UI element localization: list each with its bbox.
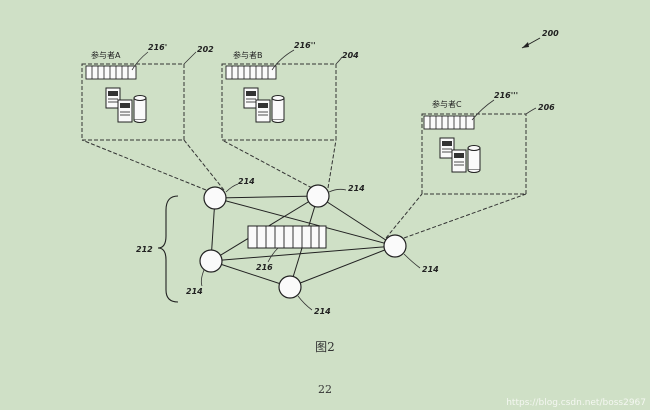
figure-number: 200 [542, 29, 559, 38]
participant-b-group: 参与者B 216'' 204 [221, 41, 359, 141]
node-ref: 214 [238, 177, 255, 186]
participant-a-label: 参与者A [91, 50, 121, 60]
shared-ledger: 216 [247, 225, 327, 272]
participant-b-server-icon [243, 87, 285, 123]
participant-c-group: 参与者C 216''' 206 [421, 91, 555, 195]
node-ref: 214 [422, 265, 439, 274]
page-number: 22 [318, 383, 332, 396]
figure-caption: 图2 [315, 340, 335, 354]
participant-c-label: 参与者C [432, 99, 462, 109]
node-ref: 214 [348, 184, 365, 193]
participant-c-ledger-ref: 216''' [494, 91, 518, 100]
figure-number-group: 200 [521, 29, 559, 49]
participant-b-box [221, 63, 337, 141]
participant-a-ledger-ref: 216' [148, 43, 167, 52]
brace-icon [157, 195, 179, 303]
shared-ledger-ref: 216 [256, 263, 273, 272]
participant-a-group: 参与者A 216' 202 [81, 43, 214, 141]
node-ref: 214 [186, 287, 203, 296]
participant-c-ref: 206 [538, 103, 555, 112]
network-node [278, 275, 302, 299]
participant-c-box [421, 113, 527, 195]
network-node [199, 249, 223, 273]
node-ref: 214 [314, 307, 331, 316]
network-node [203, 186, 227, 210]
projection-lines [81, 139, 527, 239]
participant-a-ledger-icon [85, 65, 137, 80]
participant-a-server-icon [105, 87, 147, 123]
participant-c-server-icon [439, 137, 481, 173]
network-node [306, 184, 330, 208]
network-ref: 212 [136, 245, 153, 254]
participant-c-ledger-icon [423, 115, 475, 130]
node-refs: 214 214 214 214 214 [186, 177, 439, 316]
network-brace: 212 [136, 195, 179, 303]
participant-b-ledger-icon [225, 65, 277, 80]
participant-a-ref: 202 [197, 45, 214, 54]
participant-b-ledger-ref: 216'' [294, 41, 316, 50]
participant-b-ref: 204 [342, 51, 359, 60]
network-node [383, 234, 407, 258]
network-nodes [199, 184, 407, 299]
watermark: https://blog.csdn.net/boss2967 [506, 398, 646, 408]
participant-a-box [81, 63, 185, 141]
participant-b-label: 参与者B [233, 50, 263, 60]
